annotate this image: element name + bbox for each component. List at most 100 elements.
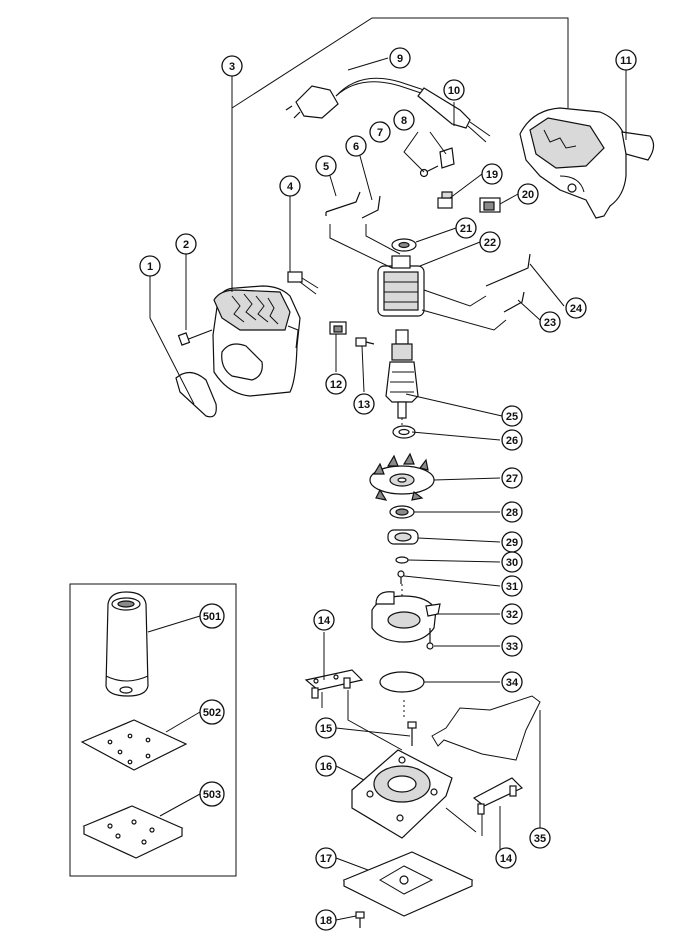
washer-30-part xyxy=(395,556,409,564)
callout-1: 1 xyxy=(139,255,161,277)
callout-35: 35 xyxy=(529,827,551,849)
callout-19: 19 xyxy=(481,163,503,185)
callout-label: 6 xyxy=(353,141,359,153)
callout-label: 32 xyxy=(506,609,518,621)
grip-cover-part xyxy=(175,371,217,418)
callout-label: 25 xyxy=(506,411,518,423)
contact-plate-6-part xyxy=(361,195,381,219)
callout-label: 20 xyxy=(522,189,534,201)
callout-34: 34 xyxy=(501,671,523,693)
callout-label: 29 xyxy=(506,537,518,549)
callout-label: 26 xyxy=(506,435,518,447)
callout-32: 32 xyxy=(501,603,523,625)
bearing-housing-part xyxy=(371,591,441,643)
callout-27: 27 xyxy=(501,467,523,489)
o-ring-part xyxy=(379,671,425,693)
callout-18: 18 xyxy=(315,909,337,931)
callout-22: 22 xyxy=(479,231,501,253)
fan-part xyxy=(369,452,435,501)
screw-7-part xyxy=(419,165,439,178)
part-drawings xyxy=(69,17,655,928)
callout-503: 503 xyxy=(199,781,225,807)
contact-plate-23-part xyxy=(503,291,525,313)
callout-label: 14 xyxy=(500,853,513,865)
callout-30: 30 xyxy=(501,551,523,573)
callout-label: 24 xyxy=(570,303,583,315)
screw-15-part xyxy=(407,721,417,746)
callout-29: 29 xyxy=(501,531,523,553)
callout-label: 503 xyxy=(203,789,221,801)
callout-label: 22 xyxy=(484,237,496,249)
callout-label: 18 xyxy=(320,915,332,927)
brush-cap-12-part xyxy=(329,321,347,335)
callout-label: 11 xyxy=(620,55,632,67)
cord-clamp-part xyxy=(439,147,455,169)
callout-label: 35 xyxy=(534,833,546,845)
callout-14-lower: 14 xyxy=(495,847,517,869)
callout-6: 6 xyxy=(345,135,367,157)
callout-label: 33 xyxy=(506,641,518,653)
callout-label: 4 xyxy=(287,181,294,193)
callout-label: 9 xyxy=(397,53,403,65)
callout-10: 10 xyxy=(443,79,465,101)
cord-sleeve-part xyxy=(417,87,491,143)
switch-20-part xyxy=(479,197,501,213)
screw-2-part xyxy=(177,329,213,346)
callout-label: 7 xyxy=(377,127,383,139)
callout-9: 9 xyxy=(389,47,411,69)
screw-33-part xyxy=(426,628,434,650)
callout-label: 10 xyxy=(448,85,460,97)
base-plate-part xyxy=(351,749,453,839)
callout-28: 28 xyxy=(501,501,523,523)
callout-label: 501 xyxy=(203,611,221,623)
callout-label: 3 xyxy=(229,61,235,73)
callout-24: 24 xyxy=(565,297,587,319)
sandpaper-part xyxy=(80,719,188,771)
callout-label: 31 xyxy=(506,581,518,593)
callout-17: 17 xyxy=(315,847,337,869)
terminal-19-part xyxy=(437,191,453,209)
brush-part xyxy=(287,271,319,295)
contact-plate-24-part xyxy=(485,253,531,287)
callout-label: 17 xyxy=(320,853,332,865)
callout-label: 28 xyxy=(506,507,518,519)
screw-31-part xyxy=(397,570,405,584)
leader-lines xyxy=(147,57,627,921)
pad-part xyxy=(342,851,474,917)
accessory-box xyxy=(69,583,237,877)
callout-label: 16 xyxy=(320,761,332,773)
callout-5: 5 xyxy=(315,155,337,177)
callout-15: 15 xyxy=(315,717,337,739)
callout-11: 11 xyxy=(615,49,637,71)
callout-14-upper: 14 xyxy=(313,609,335,631)
spring-wire-part xyxy=(431,695,541,761)
label-plate-part xyxy=(621,131,655,161)
callout-502: 502 xyxy=(199,699,225,725)
callout-7: 7 xyxy=(369,121,391,143)
callout-13: 13 xyxy=(353,393,375,415)
callout-label: 27 xyxy=(506,473,518,485)
callout-label: 12 xyxy=(330,379,342,391)
clamp-right-part xyxy=(472,777,524,815)
punch-plate-part xyxy=(82,805,184,859)
callout-26: 26 xyxy=(501,429,523,451)
callout-4: 4 xyxy=(279,175,301,197)
callout-label: 502 xyxy=(203,707,221,719)
housing-left-part xyxy=(212,285,301,397)
callout-23: 23 xyxy=(539,311,561,333)
callout-label: 30 xyxy=(506,557,518,569)
dust-bag-part xyxy=(105,591,149,697)
callout-8: 8 xyxy=(393,109,415,131)
callout-2: 2 xyxy=(175,233,197,255)
callout-25: 25 xyxy=(501,405,523,427)
bearing-29-part xyxy=(387,529,419,545)
callout-3: 3 xyxy=(221,55,243,77)
callout-33: 33 xyxy=(501,635,523,657)
callout-label: 19 xyxy=(486,169,498,181)
cord-plug-part xyxy=(285,77,425,119)
callout-label: 1 xyxy=(147,261,153,273)
callout-21: 21 xyxy=(455,217,477,239)
callout-12: 12 xyxy=(325,373,347,395)
housing-right-part xyxy=(519,107,627,219)
callout-label: 2 xyxy=(183,239,189,251)
